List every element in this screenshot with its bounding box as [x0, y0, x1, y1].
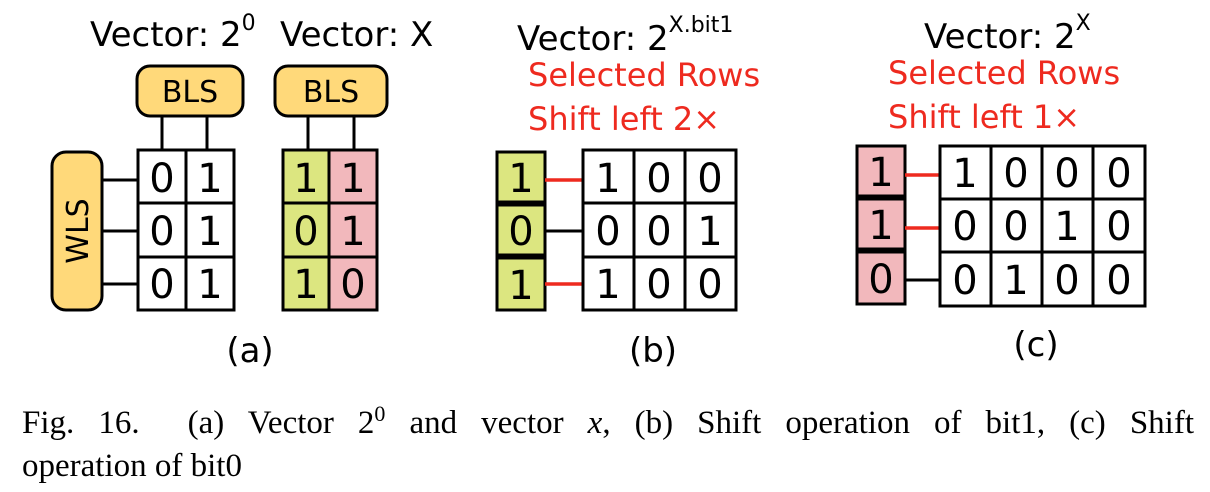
bls-label-right: BLS — [303, 75, 359, 110]
cell-x-r2c0: 1 — [293, 262, 318, 308]
cell-c-r2c2: 0 — [1054, 258, 1079, 304]
bls-box-right — [273, 64, 389, 118]
panel-c-note-2: Shift left 1× — [888, 98, 1080, 136]
selector-c-2: 0 — [868, 257, 893, 303]
cell-c-r2c3: 0 — [1106, 258, 1131, 304]
cell-c-r1c1: 0 — [1003, 204, 1028, 250]
cell-b-r1c1: 0 — [646, 209, 671, 255]
selector-c-0: 1 — [868, 150, 893, 196]
cell-b-r0c2: 0 — [697, 156, 722, 202]
caption-line-1: Fig. 16. (a) Vector 20 and vector x, (b)… — [22, 401, 1195, 441]
selector-b-2: 1 — [508, 263, 533, 309]
cell-pow0-r2c1: 1 — [197, 262, 222, 308]
cell-b-r1c2: 1 — [697, 209, 722, 255]
cell-b-r0c0: 1 — [595, 156, 620, 202]
panel-b-note-2: Shift left 2× — [528, 100, 720, 138]
panel-c-title: Vector: 2X — [924, 11, 1091, 57]
panel-c: Vector: 2X Selected Rows Shift left 1× 1… — [855, 11, 1147, 365]
panel-a-label: (a) — [226, 331, 273, 371]
cell-x-r0c0: 1 — [293, 156, 318, 202]
cell-pow0-r1c1: 1 — [197, 209, 222, 255]
selector-b-0: 1 — [508, 156, 533, 202]
grid-vector-x: 1 1 0 1 1 0 — [281, 148, 379, 312]
cell-b-r2c1: 0 — [646, 262, 671, 308]
selector-c-1: 1 — [868, 203, 893, 249]
cell-pow0-r1c0: 0 — [149, 209, 174, 255]
figure-diagram: Vector: 20 Vector: X BLS BLS WLS 0 1 0 1… — [50, 11, 1147, 371]
grid-panel-b: 1 0 0 0 0 1 1 0 0 — [581, 148, 738, 312]
panel-b-note-1: Selected Rows — [528, 56, 760, 94]
cell-b-r2c2: 0 — [697, 262, 722, 308]
bls-label-left: BLS — [162, 75, 218, 110]
cell-c-r2c1: 1 — [1003, 258, 1028, 304]
cell-x-r2c1: 0 — [340, 262, 365, 308]
wls-label: WLS — [61, 198, 96, 263]
cell-c-r0c3: 0 — [1106, 151, 1131, 197]
cell-x-r1c0: 0 — [293, 209, 318, 255]
cell-b-r1c0: 0 — [595, 209, 620, 255]
cell-x-r0c1: 1 — [340, 156, 365, 202]
caption-fig-label: Fig. 16. — [22, 405, 140, 441]
cell-c-r1c0: 0 — [952, 204, 977, 250]
panel-b: Vector: 2X.bit1 Selected Rows Shift left… — [495, 13, 760, 371]
cell-b-r0c1: 0 — [646, 156, 671, 202]
grid-panel-c: 1 0 0 0 0 0 1 0 0 1 0 0 — [938, 144, 1147, 308]
cell-c-r1c2: 1 — [1054, 204, 1079, 250]
cell-x-r1c1: 1 — [340, 209, 365, 255]
cell-pow0-r0c1: 1 — [197, 156, 222, 202]
selector-b-1: 0 — [508, 209, 533, 255]
cell-c-r0c0: 1 — [952, 151, 977, 197]
cell-b-r2c0: 1 — [595, 262, 620, 308]
bls-box-left — [135, 64, 245, 118]
panel-c-note-1: Selected Rows — [888, 54, 1120, 92]
panel-c-label: (c) — [1013, 325, 1058, 365]
panel-b-selector: 1 0 1 — [495, 150, 547, 312]
figure-caption: Fig. 16. (a) Vector 20 and vector x, (b)… — [22, 392, 1194, 488]
cell-c-r0c2: 0 — [1054, 151, 1079, 197]
panel-b-label: (b) — [629, 331, 677, 371]
cell-pow0-r2c0: 0 — [149, 262, 174, 308]
panel-a-title-left: Vector: 20 — [90, 11, 256, 55]
panel-a: Vector: 20 Vector: X BLS BLS WLS 0 1 0 1… — [50, 11, 433, 371]
caption-line-2: operation of bit0 — [22, 448, 242, 484]
panel-a-title-right: Vector: X — [280, 15, 433, 55]
cell-c-r2c0: 0 — [952, 258, 977, 304]
cell-c-r1c3: 0 — [1106, 204, 1131, 250]
grid-vector-pow0: 0 1 0 1 0 1 — [136, 148, 236, 312]
panel-c-selector: 1 1 0 — [855, 144, 907, 306]
cell-c-r0c1: 0 — [1003, 151, 1028, 197]
panel-b-title: Vector: 2X.bit1 — [517, 13, 733, 59]
cell-pow0-r0c0: 0 — [149, 156, 174, 202]
